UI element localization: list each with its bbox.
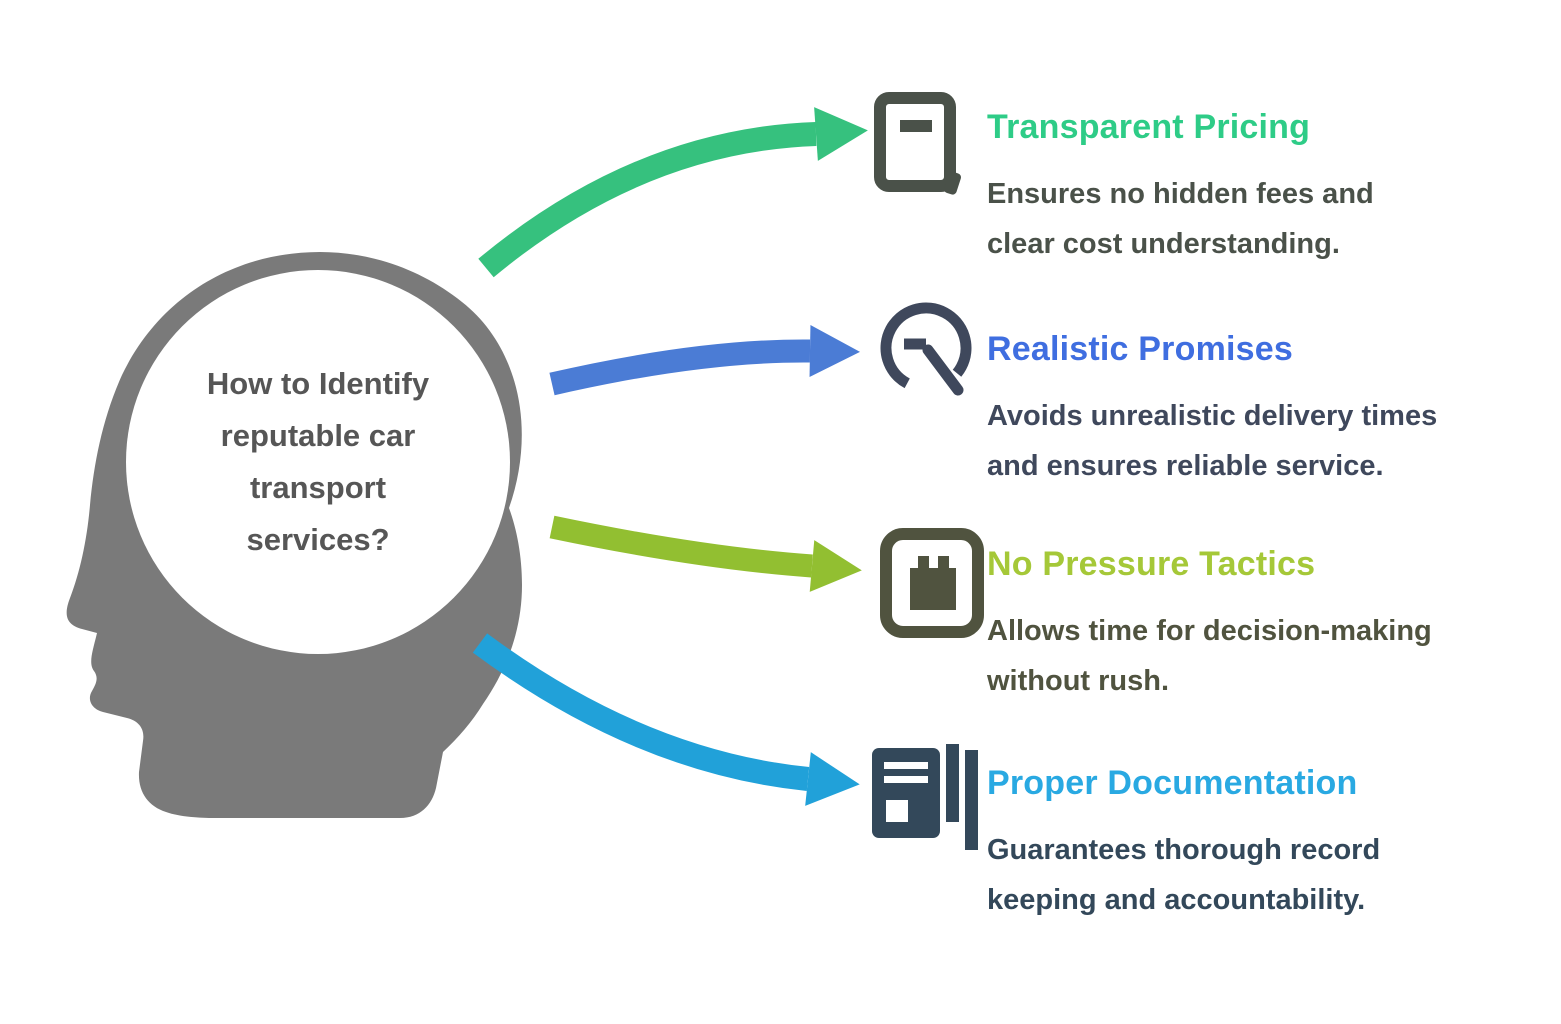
item-transparent-pricing: Transparent Pricing Ensures no hidden fe… (987, 108, 1547, 269)
item-proper-documentation: Proper Documentation Guarantees thorough… (987, 764, 1547, 925)
head-thought-circle (126, 270, 510, 654)
item-no-pressure-tactics: No Pressure Tactics Allows time for deci… (987, 545, 1547, 706)
shopping-bag-icon (880, 526, 984, 645)
head-question-line: services? (246, 522, 390, 557)
arrow-transparent-pricing (478, 107, 868, 278)
documents-icon (862, 738, 988, 867)
item-description: Avoids unrealistic delivery times and en… (987, 400, 1438, 482)
item-description: Ensures no hidden fees and clear cost un… (987, 178, 1374, 260)
arrow-realistic-promises (549, 325, 860, 396)
item-realistic-promises: Realistic Promises Avoids unrealistic de… (987, 330, 1547, 491)
head-question-line: transport (249, 470, 387, 505)
item-description: Allows time for decision-making without … (987, 615, 1432, 697)
item-title: Proper Documentation (987, 764, 1358, 802)
head-question: How to Identify reputable car transport … (143, 352, 493, 572)
head-question-line: How to Identify (206, 366, 430, 401)
arrow-proper-documentation (472, 633, 860, 806)
arrow-no-pressure-tactics (549, 515, 862, 592)
item-title: Transparent Pricing (987, 108, 1311, 146)
item-title: No Pressure Tactics (987, 545, 1316, 583)
item-description: Guarantees thorough record keeping and a… (987, 834, 1381, 916)
gauge-icon (878, 298, 982, 415)
receipt-icon (872, 92, 972, 205)
item-title: Realistic Promises (987, 330, 1293, 368)
head-question-line: reputable car (220, 418, 416, 453)
